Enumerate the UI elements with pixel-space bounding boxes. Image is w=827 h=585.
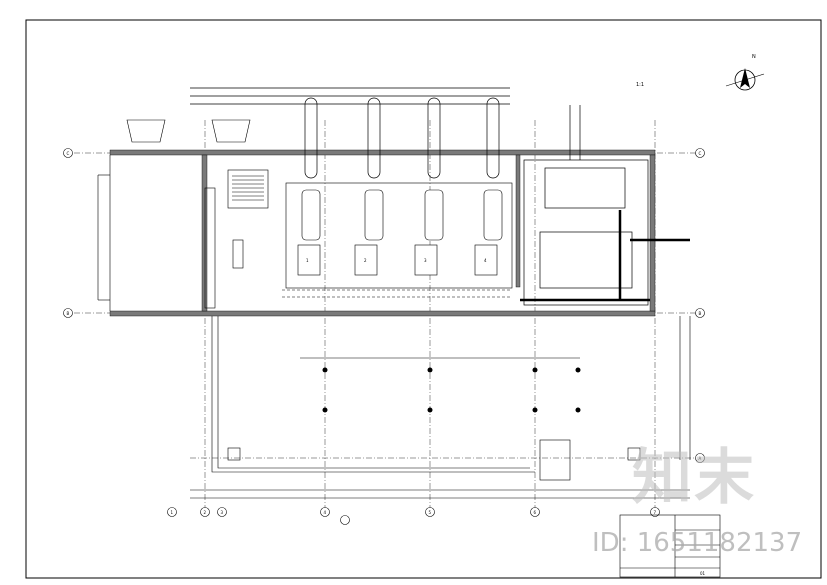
sheet-number: 01	[700, 571, 706, 576]
cooler-grille	[232, 175, 264, 201]
axis-bubbles	[63, 148, 705, 525]
sheet-mark: 1:1	[636, 82, 644, 88]
grid-col-label: 4	[324, 510, 327, 515]
watermark-id: ID: 1651182137	[592, 528, 803, 558]
north-label: N	[752, 54, 756, 60]
grid-row-label: B	[67, 311, 70, 316]
grid-col-label: 3	[221, 510, 224, 515]
grid-col-label: 2	[204, 510, 207, 515]
grid-row-label: A	[699, 456, 702, 461]
grid-row-label: B	[699, 311, 702, 316]
column-points	[322, 367, 581, 413]
unit-number: 3	[424, 258, 427, 263]
unit-number-labels: 1 2 3 4	[306, 258, 487, 263]
north-arrow-icon: N	[725, 54, 765, 91]
lower-structure	[190, 316, 691, 499]
building-walls	[109, 149, 656, 317]
watermark-logo: 知末	[632, 443, 756, 513]
unit-number: 4	[484, 258, 487, 263]
axis-bubble-labels: C C B B A 1 2 3 4 5 6 7	[67, 151, 702, 515]
outer-annex	[97, 119, 251, 311]
equipment-room	[204, 169, 513, 309]
grid-row-label: C	[67, 151, 70, 156]
grid-col-label: 7	[654, 510, 657, 515]
grid-col-label: 6	[534, 510, 537, 515]
drawing-frame	[25, 19, 822, 579]
exhaust-ducts	[190, 87, 510, 179]
grid-row-label: C	[699, 151, 702, 156]
title-block	[619, 514, 721, 578]
grid-col-label: 5	[429, 510, 432, 515]
grid-col-label: 1	[171, 510, 174, 515]
unit-number: 2	[364, 258, 367, 263]
switchgear-room	[520, 105, 690, 306]
generator-sets	[297, 189, 503, 276]
unit-number: 1	[306, 258, 309, 263]
